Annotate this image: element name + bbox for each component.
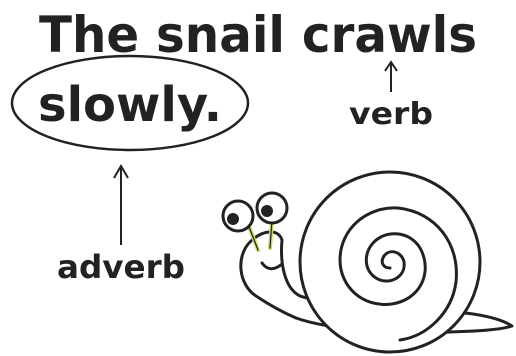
right-pupil [261, 205, 273, 217]
snail-icon [223, 172, 512, 352]
verb-label: verb [349, 97, 433, 132]
circled-word: slowly. [38, 77, 222, 133]
verb-arrow-icon [385, 62, 397, 92]
adverb-arrow-icon [114, 166, 128, 245]
left-pupil [227, 213, 239, 225]
snail-shell [300, 172, 480, 352]
sentence-line-1: The snail crawls [39, 6, 477, 64]
adverb-label: adverb [57, 248, 185, 286]
